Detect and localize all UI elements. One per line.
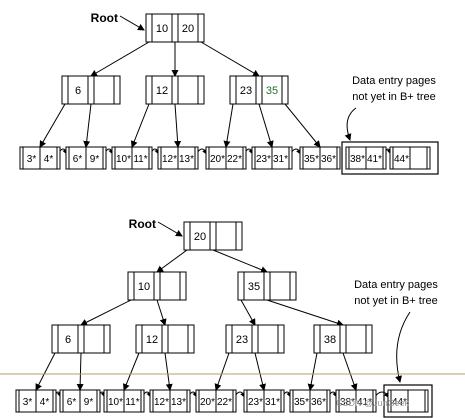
bottom-level2-1-pointer-1 [35,352,56,391]
top-root-node [145,13,205,43]
bottom-level2-4-pointer-1 [307,352,318,391]
top-root-node-key-1: 10 [156,23,168,35]
bottom-note-line-1: Data entry pages [354,279,438,291]
top-internal-node-1 [61,75,121,105]
bottom-leaf-page-5-entry-1: 20* [200,397,215,408]
bottom-pending-page-1-entry-1: 44* [392,397,407,408]
top-internal-3-pointer-2 [258,103,274,148]
top-root-node-key-2: 20 [182,23,194,35]
bottom-level2-node-4 [313,324,373,354]
bottom-root-label: Root [129,217,156,231]
top-leaf-page-1-entry-1: 3* [27,154,37,165]
bottom-root-node-key-1: 20 [194,231,206,243]
top-leaf-page-3-entry-2: 11* [133,154,147,165]
top-leaf-page-3-entry-1: 10* [116,154,131,165]
bottom-level2-node-3-key-1: 23 [236,334,248,346]
bottom-level2-3-pointer-1 [214,352,230,391]
bottom-leaf-page-2-entry-2: 9* [84,397,94,408]
bottom-root-pointer-2 [212,249,268,273]
top-internal-2-pointer-1 [130,103,150,148]
top-internal-1-pointer-1 [39,103,66,148]
top-note-pointer [344,107,357,141]
bottom-leaf-page-7-entry-2: 36* [311,397,326,408]
top-root-arrow [119,15,145,31]
bottom-level1-node-2 [237,271,297,301]
top-pending-page-2-entry-1: 44* [394,154,409,165]
top-internal-node-2-key-1: 12 [156,85,168,97]
top-leaf-page-6-entry-1: 23* [256,154,271,165]
bottom-level2-4-pointer-2 [342,352,358,391]
bottom-leaf-page-1-entry-1: 3* [23,397,33,408]
top-root-pointer-1 [90,41,150,77]
top-leaf-page-4-entry-2: 13* [179,154,194,165]
bottom-note-pointer [395,311,411,383]
top-pending-page-1-entry-1: 38* [350,154,365,165]
bottom-level2-1-pointer-2 [76,352,84,391]
top-internal-1-pointer-2 [83,103,92,148]
top-internal-3-pointer-1 [223,103,234,148]
bottom-level2-node-2-key-1: 12 [146,334,158,346]
bottom-level1-2-pointer-2 [266,299,344,327]
top-note-line-1: Data entry pages [352,75,436,87]
top-internal-node-1-key-1: 6 [75,85,81,97]
bottom-leaf-page-8-entry-2: 41* [357,397,372,408]
bottom-level1-node-1-key-1: 10 [138,281,150,293]
top-leaf-page-1-entry-2: 4* [44,154,54,165]
bottom-level2-2-pointer-1 [123,352,140,391]
top-root-pointer-3 [200,41,260,77]
bottom-level1-node-1 [127,271,187,301]
top-leaf-page-7-entry-2: 36* [321,154,336,165]
bottom-pending-box [383,384,433,418]
top-internal-node-3-key-2: 35 [266,85,278,97]
bottom-level2-2-pointer-2 [164,352,173,391]
bottom-leaf-page-1-entry-2: 4* [40,397,50,408]
bottom-leaf-page-6-entry-2: 31* [265,397,280,408]
top-internal-2-pointer-2 [174,103,182,148]
bottom-leaf-page-3-entry-2: 11* [125,397,139,408]
bottom-level1-node-2-key-1: 35 [248,281,260,293]
bottom-level2-node-1-key-1: 6 [65,334,71,346]
top-root-label: Root [91,11,118,25]
top-note-line-2: not yet in B+ tree [352,91,435,103]
bottom-level1-1-pointer-1 [80,299,132,326]
top-leaf-page-6-entry-2: 31* [273,154,288,165]
top-leaf-page-2-entry-2: 9* [90,154,100,165]
top-leaf-page-5-entry-2: 22* [227,154,242,165]
bottom-level1-1-pointer-2 [156,299,167,326]
bottom-leaf-page-4-entry-1: 12* [154,397,169,408]
top-internal-3-pointer-3 [284,103,321,148]
top-pending-page-1-entry-2: 41* [367,154,382,165]
bottom-leaf-page-5-entry-2: 22* [217,397,232,408]
top-internal-node-3-key-1: 23 [240,85,252,97]
bottom-level2-3-pointer-2 [254,352,266,391]
bottom-leaf-page-3-entry-1: 10* [108,397,123,408]
bottom-leaf-page-4-entry-2: 13* [171,397,186,408]
top-leaf-page-2-entry-1: 6* [73,154,83,165]
top-leaf-page-5-entry-1: 20* [210,154,225,165]
top-leaf-page-7-entry-1: 35* [304,154,319,165]
bottom-root-node [183,221,243,251]
bottom-root-arrow [157,221,183,237]
watermark: CSDN @JunGeek [336,398,410,408]
bottom-leaf-page-2-entry-1: 6* [67,397,77,408]
bottom-leaf-page-8-entry-1: 38* [340,397,355,408]
bottom-level2-node-3 [225,324,285,354]
top-internal-node-2 [145,75,205,105]
bottom-leaf-page-6-entry-1: 23* [248,397,263,408]
bottom-level2-node-1 [51,324,111,354]
bottom-note-line-2: not yet in B+ tree [354,295,437,307]
top-internal-node-3 [229,75,289,105]
bottom-level2-node-4-key-1: 38 [324,334,336,346]
top-pending-box [341,141,439,175]
bottom-root-pointer-1 [156,249,188,273]
bottom-level1-2-pointer-1 [240,299,256,326]
bottom-level2-node-2 [135,324,195,354]
top-leaf-page-4-entry-1: 12* [162,154,177,165]
bottom-leaf-page-7-entry-1: 35* [294,397,309,408]
